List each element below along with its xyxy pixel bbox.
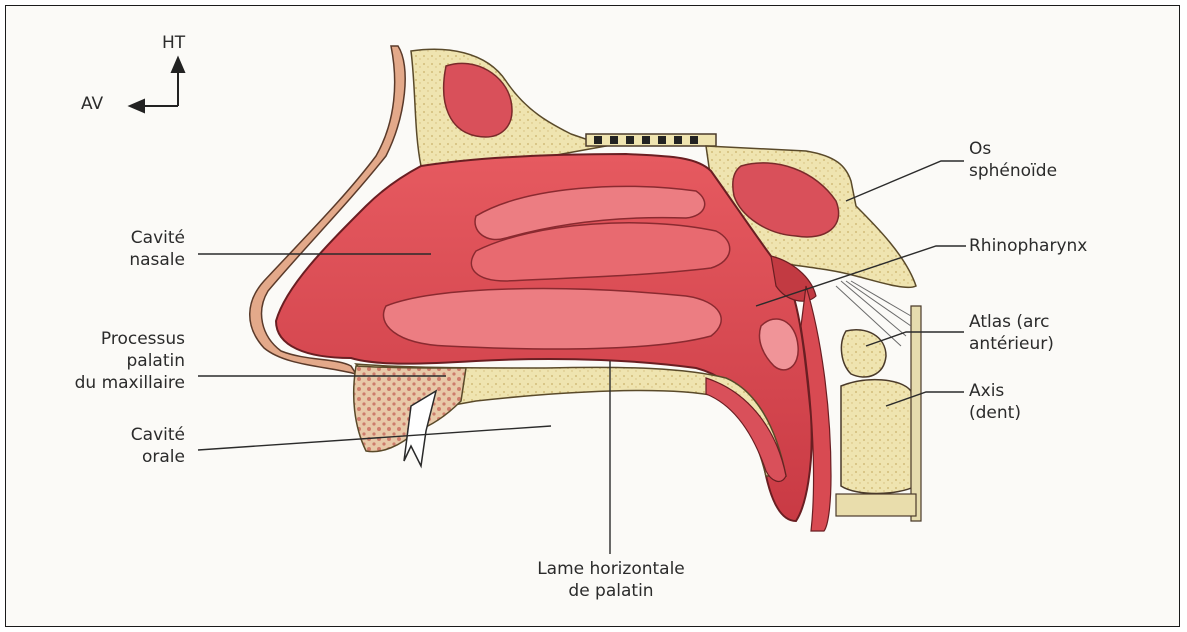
label-lame-horizontale: Lame horizontale de palatin xyxy=(506,558,716,602)
axis-vertebra xyxy=(841,380,916,494)
label-axis: Axis (dent) xyxy=(969,380,1021,424)
label-processus-palatin: Processus palatin du maxillaire xyxy=(75,328,185,394)
label-up: HT xyxy=(162,32,185,54)
inferior-turbinate xyxy=(384,289,722,349)
atlas-vertebra xyxy=(841,330,886,377)
label-cavite-nasale: Cavité nasale xyxy=(129,227,185,271)
cribriform-plate xyxy=(586,134,716,146)
label-os-sphenoide: Os sphénoïde xyxy=(969,138,1057,182)
label-cavite-orale: Cavité orale xyxy=(131,424,185,468)
label-front: AV xyxy=(81,93,103,115)
spine-column xyxy=(911,306,921,521)
diagram-frame: HT AV Cavité nasale Processus palatin du… xyxy=(5,5,1180,627)
vertebra-lower xyxy=(836,494,916,516)
label-atlas: Atlas (arc antérieur) xyxy=(969,311,1054,355)
label-rhinopharynx: Rhinopharynx xyxy=(969,235,1087,257)
orientation-arrows xyxy=(130,58,184,112)
